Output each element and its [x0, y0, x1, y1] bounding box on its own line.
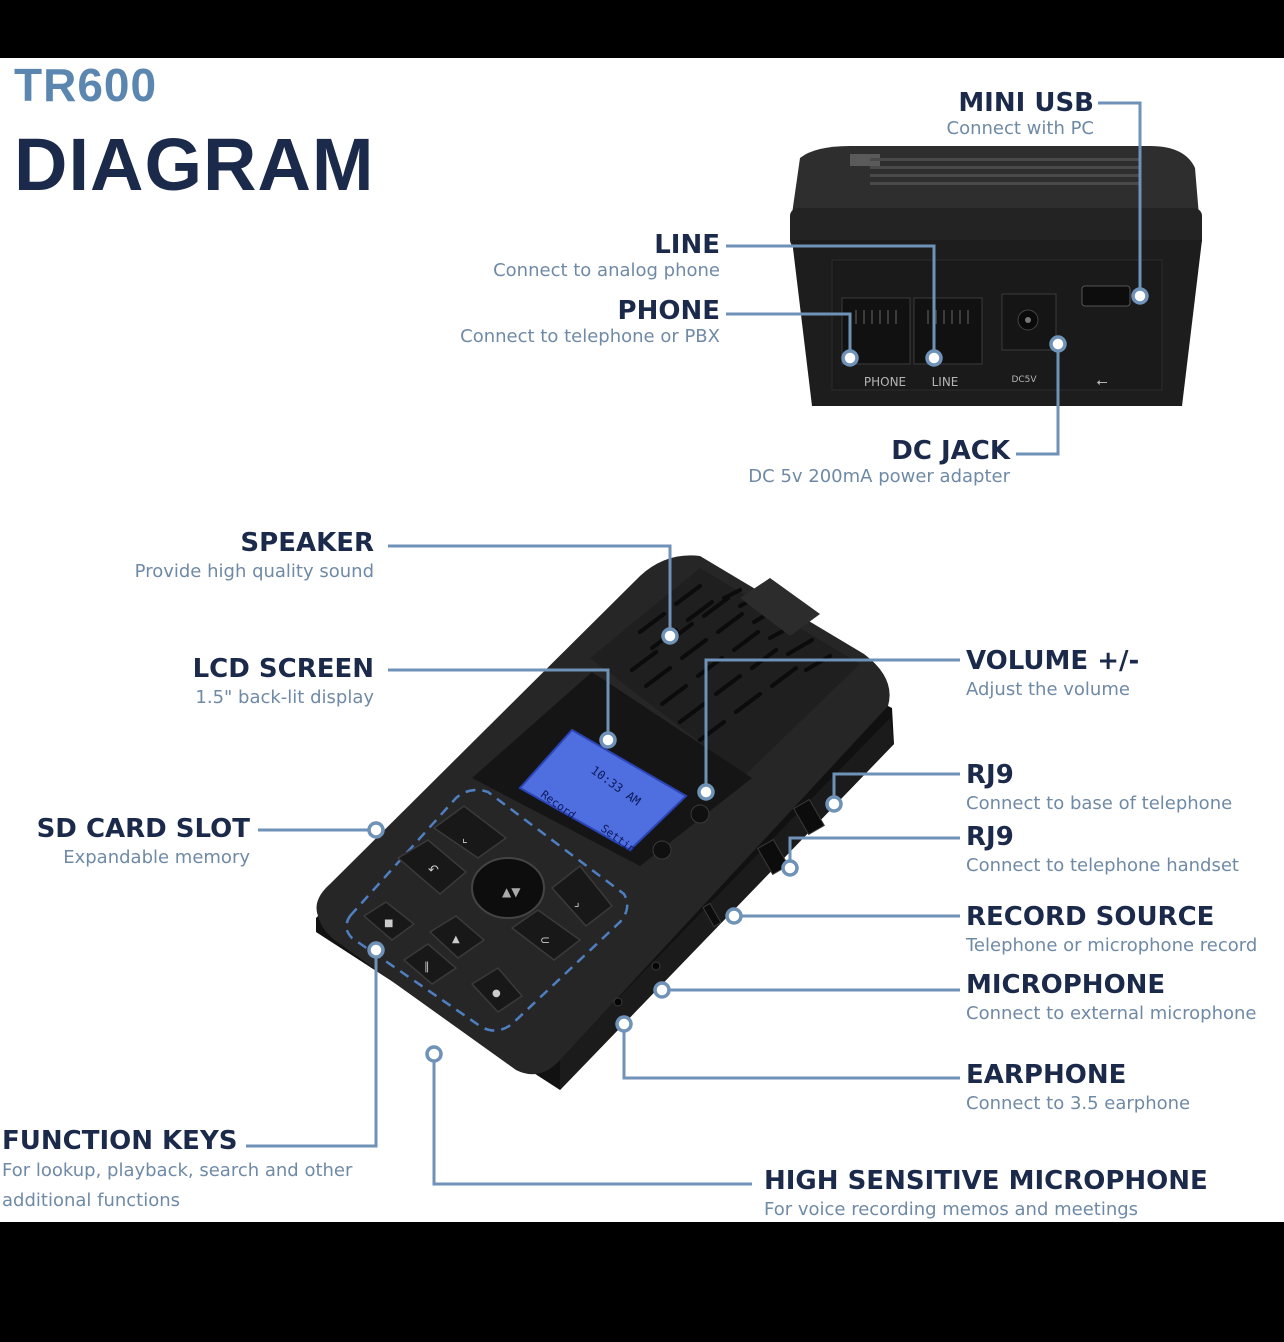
callout-dot-earphone — [617, 1017, 631, 1031]
record-icon: ● — [492, 988, 501, 999]
label-microphone: MICROPHONE Connect to external microphon… — [966, 970, 1257, 1027]
label-sd-card-slot: SD CARD SLOT Expandable memory — [37, 814, 250, 871]
label-line: LINE Connect to analog phone — [493, 230, 720, 282]
nav-arrows-icon: ▲▼ — [502, 885, 521, 899]
label-speaker-desc: Provide high quality sound — [135, 558, 374, 585]
label-microphone-title: MICROPHONE — [966, 970, 1257, 1000]
line-port-icon — [914, 298, 982, 364]
callout-dot-speaker — [663, 629, 677, 643]
callout-dot-record-source — [727, 909, 741, 923]
label-function-keys-title: FUNCTION KEYS — [2, 1126, 352, 1156]
callout-dot-rj9-base — [827, 797, 841, 811]
label-rj9-handset-desc: Connect to telephone handset — [966, 852, 1239, 879]
label-rj9-base: RJ9 Connect to base of telephone — [966, 760, 1232, 817]
callout-dot-function-keys — [369, 943, 383, 957]
left-softkey-icon: ⌞ — [462, 831, 468, 845]
label-rj9-handset-title: RJ9 — [966, 822, 1239, 852]
label-rj9-base-title: RJ9 — [966, 760, 1232, 790]
label-speaker: SPEAKER Provide high quality sound — [135, 528, 374, 585]
device-front-view: 10:33 AM Record Settin ▲▼ ⌞ ↶ — [316, 555, 894, 1090]
label-dc-jack-title: DC JACK — [748, 436, 1010, 466]
label-rj9-handset: RJ9 Connect to telephone handset — [966, 822, 1239, 879]
label-volume-title: VOLUME +/- — [966, 646, 1139, 676]
callout-dot-high-mic — [427, 1047, 441, 1061]
mini-usb-port-icon — [1082, 286, 1130, 306]
label-sd-card-slot-title: SD CARD SLOT — [37, 814, 250, 844]
microphone-jack-icon — [652, 962, 660, 970]
play-icon: ▲ — [452, 934, 460, 945]
volume-down-button[interactable] — [653, 841, 671, 859]
label-function-keys-desc2: additional functions — [2, 1186, 352, 1216]
label-function-keys: FUNCTION KEYS For lookup, playback, sear… — [2, 1126, 352, 1216]
label-speaker-title: SPEAKER — [135, 528, 374, 558]
label-phone-desc: Connect to telephone or PBX — [460, 326, 720, 348]
stop-icon: ■ — [384, 918, 393, 929]
earphone-jack-icon — [614, 998, 622, 1006]
callout-dot-line — [927, 351, 941, 365]
return-icon: ⊂ — [540, 933, 550, 947]
label-dc-jack: DC JACK DC 5v 200mA power adapter — [748, 436, 1010, 488]
label-lcd-screen-title: LCD SCREEN — [193, 654, 374, 684]
label-microphone-desc: Connect to external microphone — [966, 1000, 1257, 1027]
label-mini-usb-title: MINI USB — [947, 88, 1094, 118]
label-line-title: LINE — [493, 230, 720, 260]
callout-dot-lcd — [601, 733, 615, 747]
usb-symbol-icon: ⭠ — [1096, 374, 1107, 390]
port-label-dc: DC5V — [1011, 375, 1037, 385]
label-phone-title: PHONE — [460, 296, 720, 326]
back-icon: ↶ — [428, 863, 439, 878]
volume-up-button[interactable] — [691, 805, 709, 823]
label-volume: VOLUME +/- Adjust the volume — [966, 646, 1139, 703]
right-softkey-icon: ⌟ — [574, 895, 580, 909]
label-record-source-title: RECORD SOURCE — [966, 902, 1257, 932]
diagram-canvas: PHONE LINE DC5V ⭠ — [0, 58, 1284, 1222]
label-lcd-screen-desc: 1.5" back-lit display — [193, 684, 374, 711]
callout-dot-mini-usb — [1133, 289, 1147, 303]
callout-dot-dc-jack — [1051, 337, 1065, 351]
label-sd-card-slot-desc: Expandable memory — [37, 844, 250, 871]
label-high-mic-title: HIGH SENSITIVE MICROPHONE — [764, 1166, 1208, 1196]
callout-dot-rj9-handset — [783, 861, 797, 875]
page-title: DIAGRAM — [14, 122, 375, 207]
label-function-keys-desc: For lookup, playback, search and other — [2, 1156, 352, 1186]
label-line-desc: Connect to analog phone — [493, 260, 720, 282]
label-high-mic-desc: For voice recording memos and meetings — [764, 1196, 1208, 1222]
label-record-source-desc: Telephone or microphone record — [966, 932, 1257, 959]
label-volume-desc: Adjust the volume — [966, 676, 1139, 703]
label-lcd-screen: LCD SCREEN 1.5" back-lit display — [193, 654, 374, 711]
label-mini-usb: MINI USB Connect with PC — [947, 88, 1094, 140]
port-label-phone: PHONE — [864, 375, 906, 389]
label-earphone: EARPHONE Connect to 3.5 earphone — [966, 1060, 1190, 1117]
callout-dot-phone — [843, 351, 857, 365]
label-record-source: RECORD SOURCE Telephone or microphone re… — [966, 902, 1257, 959]
brand-model: TR600 — [14, 58, 157, 112]
label-earphone-desc: Connect to 3.5 earphone — [966, 1090, 1190, 1117]
label-rj9-base-desc: Connect to base of telephone — [966, 790, 1232, 817]
callout-dot-volume — [699, 785, 713, 799]
label-high-sensitive-microphone: HIGH SENSITIVE MICROPHONE For voice reco… — [764, 1166, 1208, 1222]
pause-icon: ∥ — [424, 960, 430, 973]
port-label-line: LINE — [932, 375, 959, 389]
callout-dot-sd-card — [369, 823, 383, 837]
label-earphone-title: EARPHONE — [966, 1060, 1190, 1090]
label-mini-usb-desc: Connect with PC — [947, 118, 1094, 140]
label-dc-jack-desc: DC 5v 200mA power adapter — [748, 466, 1010, 488]
callout-dot-microphone — [655, 983, 669, 997]
label-phone: PHONE Connect to telephone or PBX — [460, 296, 720, 348]
